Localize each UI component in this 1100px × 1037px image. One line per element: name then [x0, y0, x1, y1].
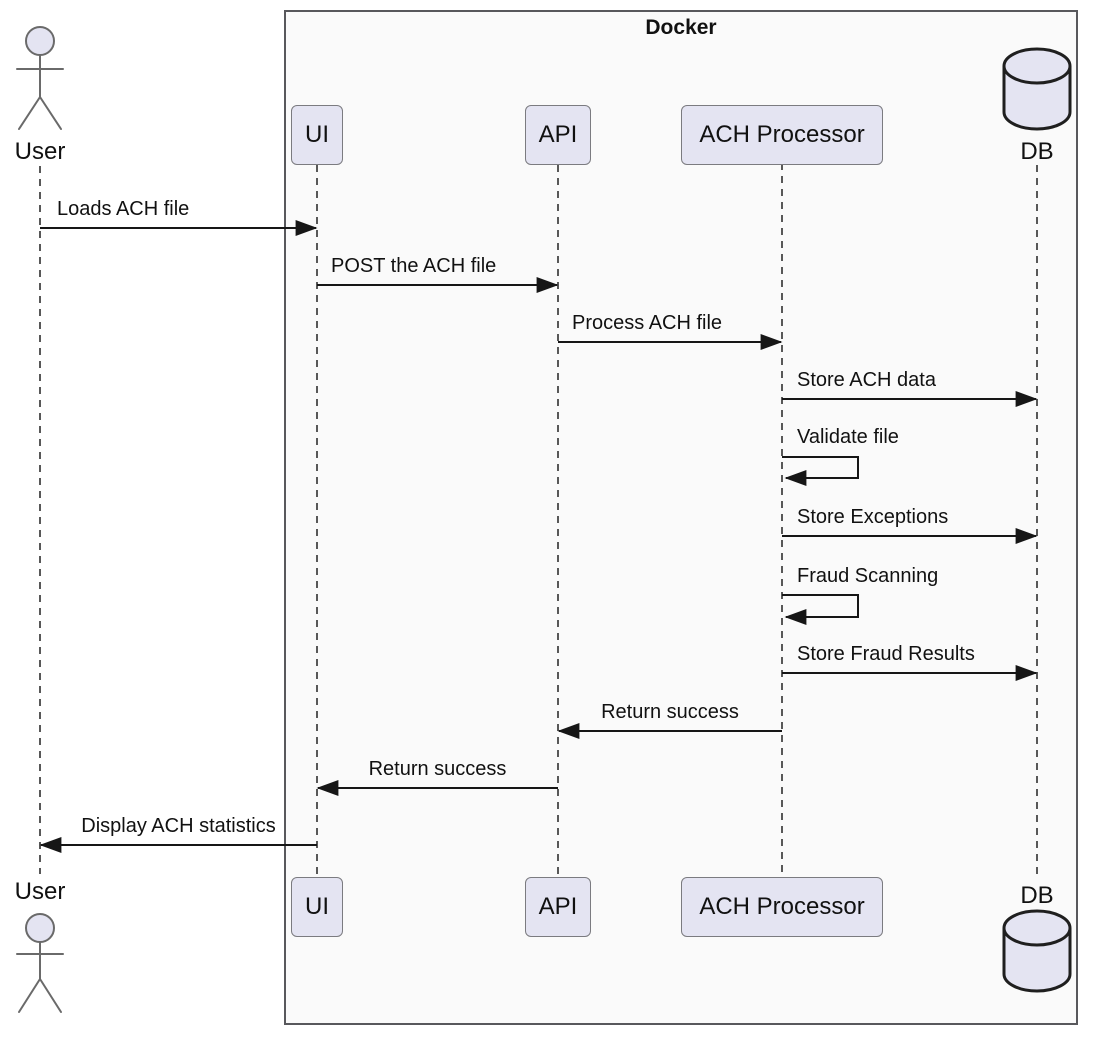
message-label-loads-ach-file: Loads ACH file: [57, 198, 190, 220]
message-label-fraud-scanning: Fraud Scanning: [797, 565, 939, 587]
participant-ach-processor-bottom: ACH Processor: [681, 877, 883, 937]
arrow-validate-file-self-loop: [782, 456, 859, 486]
user-actor-figure-bottom: [16, 913, 64, 1013]
user-label-top: User: [14, 138, 66, 165]
docker-boundary-box: [284, 10, 1078, 1025]
participant-api-top: API: [525, 105, 591, 165]
db-cylinder-top: [1002, 47, 1072, 131]
message-label-post-the-ach-file: POST the ACH file: [331, 255, 497, 277]
message-label-return-success-ach-api: Return success: [601, 701, 739, 723]
message-label-return-success-api-ui: Return success: [368, 758, 507, 780]
db-cylinder-bottom: [1002, 909, 1072, 993]
message-label-store-ach-data: Store ACH data: [797, 369, 936, 391]
user-label-bottom: User: [14, 878, 66, 905]
message-label-validate-file: Validate file: [797, 426, 899, 448]
participant-api-bottom: API: [525, 877, 591, 937]
db-label-top: DB: [1020, 138, 1054, 165]
user-actor-figure-top: [16, 26, 64, 130]
arrow-fraud-scanning-self-loop: [782, 594, 859, 625]
docker-frame-title: Docker: [645, 16, 717, 39]
message-label-store-fraud-results: Store Fraud Results: [797, 643, 975, 665]
db-label-bottom: DB: [1020, 882, 1054, 909]
participant-ui-top: UI: [291, 105, 343, 165]
message-label-process-ach-file: Process ACH file: [572, 312, 723, 334]
message-label-display-ach-statistics: Display ACH statistics: [81, 815, 276, 837]
participant-ach-processor-top: ACH Processor: [681, 105, 883, 165]
participant-ui-bottom: UI: [291, 877, 343, 937]
message-label-store-exceptions: Store Exceptions: [797, 506, 949, 528]
